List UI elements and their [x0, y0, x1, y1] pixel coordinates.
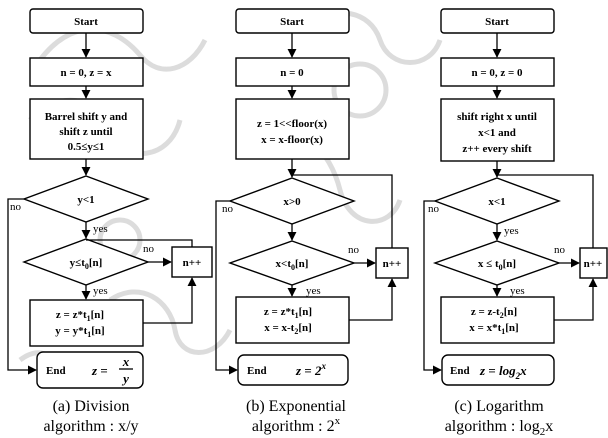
end-terminal — [441, 354, 555, 386]
yes-label-1: yes — [504, 225, 519, 237]
init-label: n = 0, z = x — [60, 67, 112, 79]
floor-line-1: z = 1<<floor(x) — [257, 118, 327, 130]
shift-right-line-2: x<1 and — [478, 127, 516, 139]
end-label: End — [247, 365, 267, 377]
end-formula: z = 2x — [295, 361, 326, 378]
update-box — [235, 296, 350, 344]
start-label: Start — [74, 16, 98, 28]
end-label: End — [46, 365, 66, 377]
no-label-1: no — [428, 203, 440, 215]
update-box — [440, 296, 555, 344]
init-box — [440, 57, 555, 87]
floor-line-2: x = x-floor(x) — [261, 134, 323, 146]
caption-exponential-line-1: (b) Exponential — [246, 398, 347, 415]
division-flowchart: Start n = 0, z = x Barrel shift y and sh… — [7, 8, 213, 435]
increment-label: n++ — [584, 258, 603, 270]
shift-line-3: 0.5≤y≤1 — [68, 141, 105, 153]
caption-division-line-2: algorithm : x/y — [43, 418, 138, 435]
caption-division-line-1: (a) Division — [53, 398, 130, 415]
increment-box — [171, 246, 213, 278]
update-line-2: x = x-t2[n] — [264, 322, 312, 336]
shift-right-box — [440, 98, 555, 162]
yes-label-2: yes — [510, 285, 525, 297]
update-line-2: y = y*t1[n] — [55, 325, 104, 339]
no-label-2: no — [348, 244, 360, 256]
logarithm-flowchart: Start n = 0, z = 0 shift right x until x… — [423, 8, 608, 438]
init-label: n = 0 — [280, 67, 304, 79]
decision-y-lt-1-label: y<1 — [77, 194, 94, 206]
increment-label: n++ — [383, 258, 402, 270]
caption-logarithm-line-2: algorithm : log2x — [445, 418, 554, 438]
end-label: End — [450, 365, 470, 377]
end-formula-denominator: y — [121, 371, 129, 386]
shift-line-2: shift z until — [59, 126, 112, 138]
update-line-1: z = z-t2[n] — [471, 306, 517, 320]
init-label: n = 0, z = 0 — [471, 67, 523, 79]
barrel-shift-box — [29, 98, 144, 160]
increment-box — [375, 247, 409, 279]
shift-line-1: Barrel shift y and — [45, 111, 128, 123]
exponential-flowchart: Start n = 0 z = 1<<floor(x) x = x-floor(… — [215, 8, 409, 435]
end-formula-lhs: z = — [91, 363, 108, 378]
decision-x-lt-1-label: x<1 — [488, 196, 505, 208]
start-label: Start — [280, 16, 304, 28]
caption-logarithm-line-1: (c) Logarithm — [454, 398, 544, 415]
update-line-2: x = x*t1[n] — [469, 322, 518, 336]
update-box — [29, 299, 144, 347]
decision-x-lt-t0-label: x<t0[n] — [276, 258, 309, 272]
init-box — [29, 57, 144, 87]
end-terminal — [36, 351, 144, 389]
yes-label-1: yes — [93, 223, 108, 235]
no-label-1: no — [10, 201, 22, 213]
shift-right-line-1: shift right x until — [457, 111, 537, 123]
increment-label: n++ — [183, 257, 202, 269]
update-line-1: z = z*t1[n] — [56, 309, 104, 323]
no-label-2: no — [554, 244, 566, 256]
decision-x-gt-0-label: x>0 — [283, 196, 301, 208]
yes-label-2: yes — [306, 285, 321, 297]
no-label-2: no — [143, 243, 155, 255]
end-formula: z = log2x — [479, 363, 527, 381]
decision-y-le-t0-label: y≤t0[n] — [70, 257, 103, 271]
end-formula-numerator: x — [122, 354, 130, 369]
floor-box — [235, 98, 350, 160]
no-label-1: no — [222, 203, 234, 215]
start-label: Start — [485, 16, 509, 28]
caption-exponential-line-2: algorithm : 2x — [252, 415, 341, 435]
shift-right-line-3: z++ every shift — [462, 143, 532, 155]
end-terminal — [237, 354, 349, 386]
decision-x-le-t0-label: x ≤ t0[n] — [478, 258, 516, 272]
update-line-1: z = z*t1[n] — [264, 306, 312, 320]
yes-label-2: yes — [93, 285, 108, 297]
